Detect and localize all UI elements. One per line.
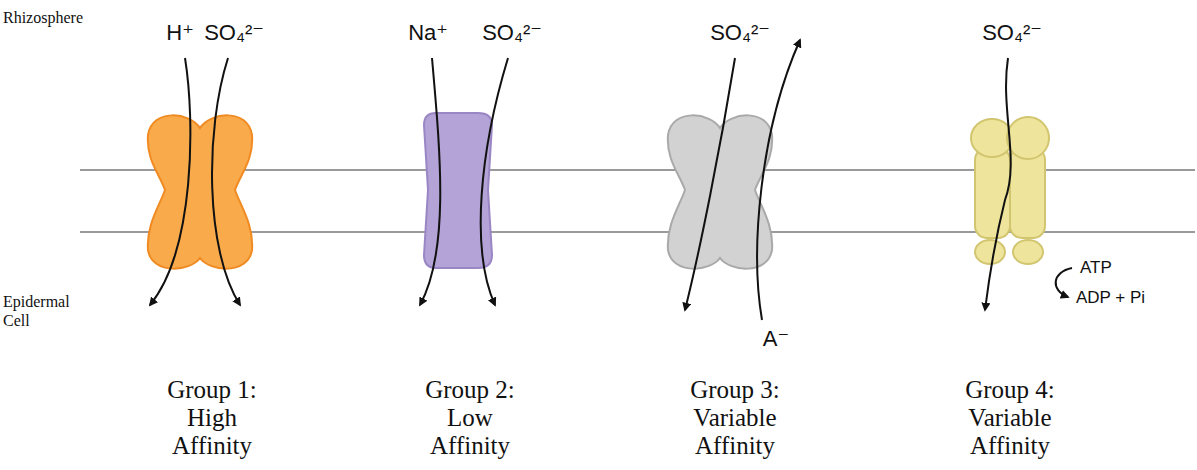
group-label: Group 2: Low Affinity bbox=[408, 376, 533, 460]
energy-label: ADP + Pi bbox=[1076, 288, 1186, 308]
group-label: Group 3: Variable Affinity bbox=[673, 376, 798, 460]
symporter-protein bbox=[148, 115, 252, 268]
ion-label: SO₄²⁻ bbox=[700, 20, 780, 46]
energy-label: ATP bbox=[1080, 258, 1140, 278]
ion-label: A⁻ bbox=[746, 326, 806, 352]
group-label: Group 1: High Affinity bbox=[150, 376, 275, 460]
ion-label: SO₄²⁻ bbox=[472, 20, 552, 46]
region-label: Epidermal Cell bbox=[3, 292, 93, 330]
ion-label: H⁺ bbox=[150, 20, 210, 46]
transport-arrow bbox=[150, 40, 1072, 320]
ion-label: SO₄²⁻ bbox=[972, 20, 1052, 46]
region-label: Rhizosphere bbox=[3, 8, 123, 27]
ion-label: Na⁺ bbox=[393, 20, 463, 46]
ion-label: SO₄²⁻ bbox=[194, 20, 274, 46]
group-label: Group 4: Variable Affinity bbox=[948, 376, 1073, 460]
